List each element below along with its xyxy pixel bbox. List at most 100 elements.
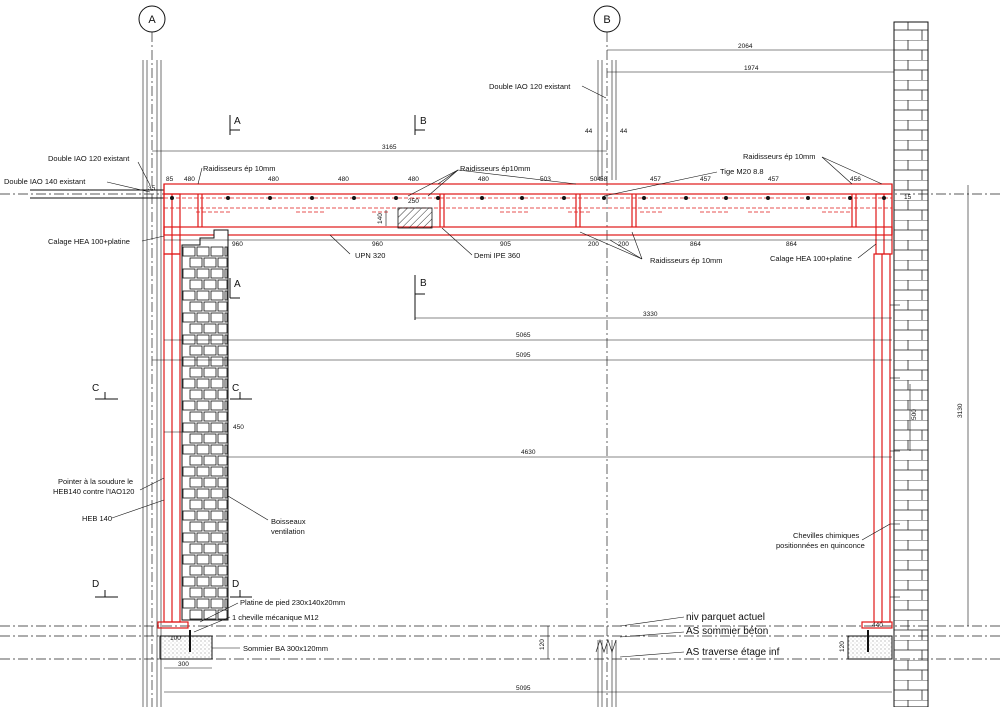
- platine-left: [157, 621, 189, 629]
- chimney-brick: [203, 433, 217, 444]
- label-chevilles-1: Chevilles chimiques: [793, 531, 860, 540]
- chimney-brick: [217, 565, 228, 576]
- chimney-brick: [217, 323, 228, 334]
- sommier-left: [159, 635, 213, 660]
- new-beam-assembly: [163, 183, 893, 255]
- chimney-brick: [224, 488, 228, 499]
- chimney-brick: [182, 290, 196, 301]
- axis-label-b: B: [603, 14, 610, 26]
- chimney-brick: [203, 301, 217, 312]
- label-raidisseurs-bottom: Raidisseurs ép 10mm: [650, 256, 723, 265]
- chimney-brick: [217, 345, 228, 356]
- chimney-brick: [203, 279, 217, 290]
- section-mark-b-bottom: B: [414, 275, 427, 320]
- label-chevilles-2: positionnées en quinconce: [776, 541, 865, 550]
- chimney-brick: [182, 510, 196, 521]
- chimney-brick: [210, 400, 224, 411]
- dim-top-spacing: 480: [338, 176, 349, 183]
- chimney-brick: [217, 543, 228, 554]
- label-niv-parquet: niv parquet actuel: [686, 612, 765, 623]
- chimney-brick: [189, 587, 203, 598]
- chimney-brick: [224, 466, 228, 477]
- chimney-brick: [224, 378, 228, 389]
- leader-lines: [106, 85, 891, 658]
- label-boisseaux-1: Boisseaux: [271, 517, 306, 526]
- dimension-lines: [152, 49, 969, 693]
- chimney-brick: [182, 356, 196, 367]
- chimney-brick: [203, 411, 217, 422]
- chimney-brick: [182, 334, 196, 345]
- label-demi-ipe: Demi IPE 360: [474, 251, 520, 260]
- chimney-brick-pattern: [182, 246, 228, 620]
- dim-5065: 5065: [516, 332, 531, 339]
- dim-top-spacing: 480: [408, 176, 419, 183]
- dim-low-spacing: 905: [500, 241, 511, 248]
- label-as-traverse: AS traverse étage inf: [686, 647, 780, 658]
- tie-rods: [170, 196, 886, 200]
- chimney-brick: [210, 356, 224, 367]
- label-double-iao140: Double IAO 140 existant: [4, 177, 86, 186]
- grid-axis-b: B: [593, 5, 621, 707]
- chimney-brick: [217, 257, 228, 268]
- chimney-brick: [196, 576, 210, 587]
- chimney-brick: [203, 543, 217, 554]
- chimney-brick: [182, 554, 196, 565]
- chimney-brick: [196, 510, 210, 521]
- svg-text:A: A: [234, 116, 241, 127]
- chimney-brick: [196, 246, 210, 257]
- chimney-brick: [189, 521, 203, 532]
- chimney-brick: [210, 268, 224, 279]
- chimney-brick: [182, 268, 196, 279]
- chimney-brick: [217, 411, 228, 422]
- label-cheville-meca: 1 cheville mécanique M12: [232, 613, 319, 622]
- label-boisseaux-2: ventilation: [271, 527, 305, 536]
- chimney-brick: [224, 290, 228, 301]
- chimney-brick: [189, 477, 203, 488]
- svg-text:C: C: [92, 383, 99, 394]
- chimney-brick: [224, 444, 228, 455]
- dim-low-spacing: 200: [618, 241, 629, 248]
- chimney-brick: [182, 576, 196, 587]
- dim-top-spacing: 457: [768, 176, 779, 183]
- section-mark-b-top: B: [414, 115, 427, 135]
- label-calage-right: Calage HEA 100+platine: [770, 254, 852, 263]
- dim-2064: 2064: [738, 43, 753, 50]
- chimney-brick: [210, 554, 224, 565]
- chimney-brick: [210, 510, 224, 521]
- chimney-brick: [189, 323, 203, 334]
- dim-250: 250: [408, 198, 419, 205]
- label-platine: Platine de pied 230x140x20mm: [240, 598, 345, 607]
- section-mark-c-right: C: [230, 383, 252, 400]
- chimney-brick: [217, 389, 228, 400]
- dim-low-spacing: 200: [588, 241, 599, 248]
- chimney-brick: [182, 312, 196, 323]
- label-raidisseurs-mid: Raidisseurs ép10mm: [460, 164, 530, 173]
- left-post-heb140: [163, 253, 181, 623]
- chimney-brick: [189, 455, 203, 466]
- svg-text:B: B: [420, 116, 427, 127]
- dim-3165: 3165: [382, 144, 397, 151]
- svg-text:A: A: [234, 279, 241, 290]
- chimney-brick: [217, 477, 228, 488]
- chimney-brick: [196, 466, 210, 477]
- chimney-brick: [196, 532, 210, 543]
- chimney-brick: [210, 444, 224, 455]
- chimney-brick: [189, 345, 203, 356]
- chimney-brick: [210, 598, 224, 609]
- section-mark-d-left: D: [92, 579, 118, 598]
- dim-top-spacing: 504: [590, 176, 601, 183]
- dim-low-spacing: 960: [232, 241, 243, 248]
- chimney-brick: [189, 609, 203, 620]
- dim-1974: 1974: [744, 65, 759, 72]
- chimney-brick: [196, 378, 210, 389]
- chimney-brick: [182, 466, 196, 477]
- chimney-brick: [189, 433, 203, 444]
- chimney-brick: [203, 477, 217, 488]
- chimney-brick: [210, 532, 224, 543]
- dim-3130: 3130: [957, 403, 964, 418]
- dim-35: 35: [148, 185, 156, 192]
- chimney-brick: [217, 433, 228, 444]
- dim-44a: 44: [585, 128, 593, 135]
- chimney-brick: [203, 565, 217, 576]
